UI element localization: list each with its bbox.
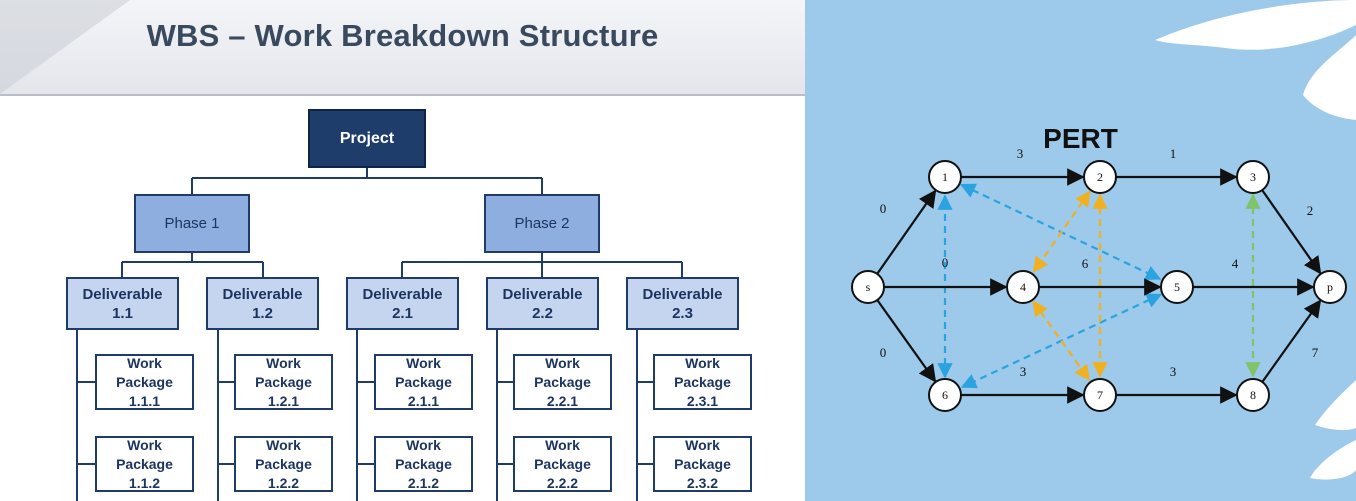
connector-phase1-deliverables bbox=[121, 253, 264, 277]
connector-phase2-deliverables bbox=[401, 253, 683, 277]
edge-s-1 bbox=[876, 189, 937, 275]
node-circle-1 bbox=[928, 160, 962, 194]
brush-stroke-right-decoration bbox=[1303, 35, 1356, 120]
brush-stroke-top-decoration bbox=[1155, 0, 1356, 50]
connector-d22-packages bbox=[496, 330, 513, 501]
wbs-header-band: WBS – Work Breakdown Structure bbox=[0, 0, 805, 96]
dependency-start-5-6 bbox=[1144, 293, 1163, 308]
dependency-start-1-5 bbox=[959, 183, 978, 198]
pert-canvas: 0 0 0 3 1 2 6 4 3 3 7 s 1 2 3 4 5 6 7 8 p bbox=[851, 0, 1356, 480]
phase-1-box: Phase 1 bbox=[134, 194, 250, 253]
edge-3-p bbox=[1261, 189, 1322, 275]
node-label-2: 2 bbox=[1097, 170, 1103, 184]
edge-8-p bbox=[1261, 299, 1322, 383]
node-8: 8 bbox=[1236, 378, 1270, 412]
node-label-8: 8 bbox=[1250, 388, 1256, 402]
header-corner-decoration bbox=[0, 0, 130, 94]
work-package-2-3-1-box: Work Package 2.3.1 bbox=[653, 354, 752, 410]
node-label-s: s bbox=[866, 280, 871, 294]
connector-d23-packages bbox=[636, 330, 653, 501]
node-circle-2 bbox=[1083, 160, 1117, 194]
node-circle-4 bbox=[1006, 270, 1040, 304]
deliverable-1-2-box: Deliverable 1.2 bbox=[206, 277, 319, 330]
node-circle-5 bbox=[1160, 270, 1194, 304]
node-5: 5 bbox=[1160, 270, 1194, 304]
edge-label-s-4: 0 bbox=[942, 255, 949, 270]
node-2: 2 bbox=[1083, 160, 1117, 194]
deliverable-2-3-box: Deliverable 2.3 bbox=[626, 277, 739, 330]
phase-2-box: Phase 2 bbox=[484, 194, 600, 253]
node-7: 7 bbox=[1083, 378, 1117, 412]
node-label-7: 7 bbox=[1097, 388, 1103, 402]
wbs-connector-lines bbox=[76, 168, 683, 501]
node-label-3: 3 bbox=[1250, 170, 1256, 184]
edge-label-3-p: 2 bbox=[1307, 203, 1314, 218]
pert-title: PERT bbox=[1043, 123, 1118, 154]
work-package-2-2-1-box: Work Package 2.2.1 bbox=[513, 354, 612, 410]
edge-label-s-6: 0 bbox=[880, 345, 887, 360]
work-package-2-1-2-box: Work Package 2.1.2 bbox=[374, 436, 473, 492]
node-circle-s bbox=[851, 270, 885, 304]
connector-d21-packages bbox=[356, 330, 374, 501]
node-s: s bbox=[851, 270, 885, 304]
node-1: 1 bbox=[928, 160, 962, 194]
node-circle-8 bbox=[1236, 378, 1270, 412]
connector-project-phases bbox=[191, 168, 543, 194]
deliverable-1-1-box: Deliverable 1.1 bbox=[66, 277, 179, 330]
work-package-2-2-2-box: Work Package 2.2.2 bbox=[513, 436, 612, 492]
work-package-2-1-1-box: Work Package 2.1.1 bbox=[374, 354, 473, 410]
node-label-6: 6 bbox=[942, 388, 948, 402]
connector-d11-packages bbox=[76, 330, 95, 501]
work-package-1-1-1-box: Work Package 1.1.1 bbox=[95, 354, 194, 410]
project-box: Project bbox=[308, 109, 426, 168]
edge-label-s-1: 0 bbox=[880, 201, 887, 216]
node-circle-6 bbox=[928, 378, 962, 412]
work-package-1-2-1-box: Work Package 1.2.1 bbox=[234, 354, 333, 410]
work-package-1-1-2-box: Work Package 1.1.2 bbox=[95, 436, 194, 492]
node-circle-7 bbox=[1083, 378, 1117, 412]
edge-label-2-3: 1 bbox=[1170, 146, 1177, 161]
edge-label-1-2: 3 bbox=[1017, 146, 1024, 161]
edge-label-5-p: 4 bbox=[1232, 256, 1239, 271]
deliverable-2-2-box: Deliverable 2.2 bbox=[486, 277, 599, 330]
node-label-1: 1 bbox=[942, 170, 948, 184]
brush-stroke-bottom-right-decoration bbox=[1310, 380, 1356, 480]
edge-label-8-p: 7 bbox=[1312, 345, 1319, 360]
work-package-2-3-2-box: Work Package 2.3.2 bbox=[653, 436, 752, 492]
dependency-start-4-7 bbox=[1032, 300, 1048, 318]
node-4: 4 bbox=[1006, 270, 1040, 304]
edge-label-4-5: 6 bbox=[1082, 256, 1089, 271]
edge-s-6 bbox=[876, 299, 937, 383]
node-circle-p bbox=[1313, 270, 1347, 304]
node-6: 6 bbox=[928, 378, 962, 412]
edge-label-7-8: 3 bbox=[1170, 364, 1177, 379]
pert-panel: 0 0 0 3 1 2 6 4 3 3 7 s 1 2 3 4 5 6 7 8 p PERT bbox=[805, 0, 1356, 501]
node-label-5: 5 bbox=[1174, 280, 1180, 294]
work-package-1-2-2-box: Work Package 1.2.2 bbox=[234, 436, 333, 492]
node-label-4: 4 bbox=[1020, 280, 1026, 294]
node-p: p bbox=[1313, 270, 1347, 304]
node-3: 3 bbox=[1236, 160, 1270, 194]
node-circle-3 bbox=[1236, 160, 1270, 194]
node-label-p: p bbox=[1327, 280, 1333, 294]
deliverable-2-1-box: Deliverable 2.1 bbox=[346, 277, 459, 330]
wbs-title: WBS – Work Breakdown Structure bbox=[146, 18, 659, 53]
edge-label-6-7: 3 bbox=[1020, 364, 1027, 379]
wbs-panel: WBS – Work Breakdown Structure Project P… bbox=[0, 0, 805, 501]
dependency-start-2-4 bbox=[1075, 190, 1091, 208]
connector-d12-packages bbox=[217, 330, 234, 501]
